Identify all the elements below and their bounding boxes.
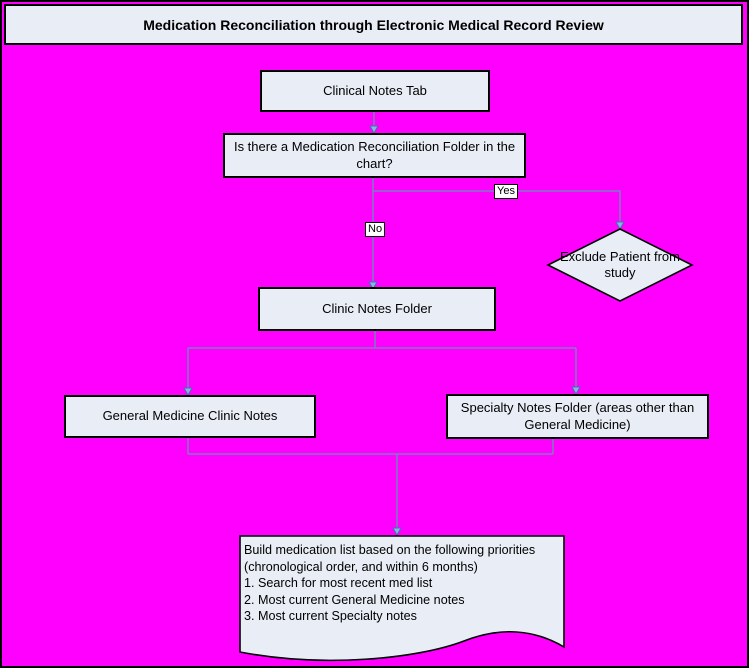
arrowhead-into-specialty bbox=[571, 386, 581, 396]
node-med-rec-question: Is there a Medication Reconciliation Fol… bbox=[223, 133, 526, 178]
node-label: Exclude Patient from study bbox=[560, 248, 680, 280]
document-item-2: 2. Most current General Medicine notes bbox=[244, 592, 465, 607]
node-clinic-notes-folder: Clinic Notes Folder bbox=[258, 287, 496, 331]
arrowhead-into-question bbox=[369, 125, 379, 135]
edge-label-text: Yes bbox=[497, 185, 515, 197]
node-clinical-notes-tab: Clinical Notes Tab bbox=[260, 70, 490, 112]
edge-label-yes: Yes bbox=[494, 184, 518, 199]
node-label: Is there a Medication Reconciliation Fol… bbox=[233, 139, 516, 171]
diagram-title-text: Medication Reconciliation through Electr… bbox=[143, 16, 604, 33]
arrowhead-into-genmed bbox=[183, 387, 193, 397]
node-build-med-list: Build medication list based on the follo… bbox=[244, 542, 562, 625]
node-label: Clinical Notes Tab bbox=[323, 82, 427, 98]
node-label: General Medicine Clinic Notes bbox=[102, 408, 278, 424]
node-specialty-notes-folder: Specialty Notes Folder (areas other than… bbox=[446, 394, 709, 439]
edge-label-text: No bbox=[368, 223, 383, 235]
arrowhead-into-document bbox=[392, 527, 402, 537]
node-label: Specialty Notes Folder (areas other than… bbox=[460, 400, 695, 432]
diagram-title: Medication Reconciliation through Electr… bbox=[4, 4, 743, 45]
node-general-medicine-clinic-notes: General Medicine Clinic Notes bbox=[64, 395, 316, 438]
node-label: Clinic Notes Folder bbox=[322, 300, 432, 316]
arrowhead-into-diamond bbox=[615, 221, 625, 231]
document-intro-text: Build medication list based on the follo… bbox=[244, 543, 536, 574]
document-item-3: 3. Most current Specialty notes bbox=[244, 609, 417, 623]
node-exclude-patient: Exclude Patient from study bbox=[558, 243, 682, 287]
document-item-1: 1. Search for most recent med list bbox=[244, 576, 433, 590]
edge-label-no: No bbox=[365, 222, 386, 237]
